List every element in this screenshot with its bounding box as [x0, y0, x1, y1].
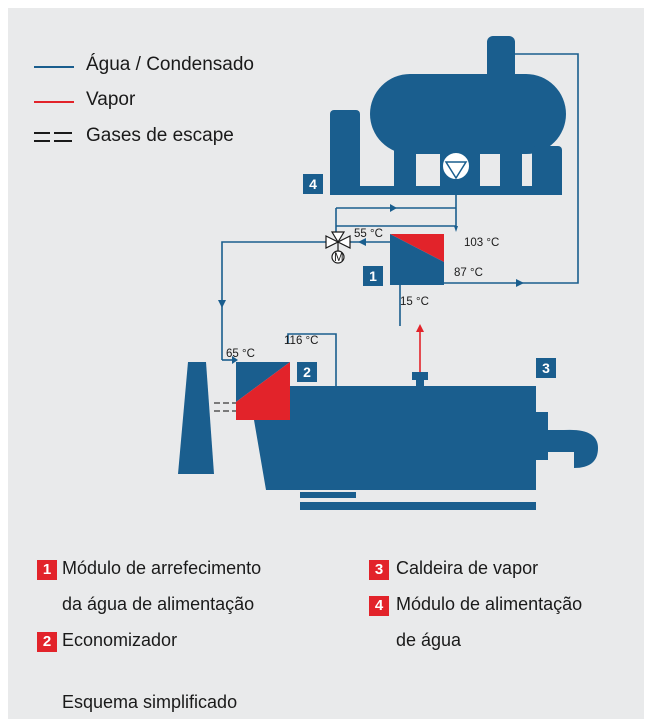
pump-triangle — [444, 161, 468, 180]
key-item-2-line1: Economizador — [62, 630, 178, 650]
economizer — [236, 362, 290, 420]
key-badge-2: 2 — [37, 632, 57, 652]
temp-15: 15 °C — [400, 296, 429, 308]
steam-boiler — [238, 372, 598, 510]
badge-steam-boiler: 3 — [536, 358, 556, 378]
cooling-module — [390, 234, 444, 285]
caption: Esquema simplificado — [62, 692, 238, 712]
key-badge-3: 3 — [369, 560, 389, 580]
temp-87: 87 °C — [454, 267, 483, 279]
legend-exhaust-label: Gases de escape — [86, 125, 234, 146]
legend-exhaust-icon — [34, 132, 72, 142]
badge-feed-water-module: 4 — [303, 174, 323, 194]
legend-water-label: Água / Condensado — [86, 54, 254, 75]
process-diagram: M 55 °C 103 °C 87 °C 15 °C 65 °C 116 °C — [178, 36, 598, 510]
temp-65: 65 °C — [226, 348, 255, 360]
badge-cooling-module: 1 — [363, 266, 383, 286]
badge-economizer: 2 — [297, 362, 317, 382]
key-item-4-line2: de água — [396, 630, 462, 650]
key-badge-4: 4 — [369, 596, 389, 616]
key-item-4-line1: Módulo de alimentação — [396, 594, 583, 614]
steam-arrow — [416, 324, 424, 332]
key-item-1-line2: da água de alimentação — [62, 594, 255, 614]
key-badge-1: 1 — [37, 560, 57, 580]
key-item-1-line1: Módulo de arrefecimento — [62, 558, 262, 578]
legend-steam-label: Vapor — [86, 89, 136, 110]
feed-water-module — [330, 36, 566, 195]
legend-steam-line — [34, 101, 74, 103]
key-item-3-line1: Caldeira de vapor — [396, 558, 539, 578]
legend-water-line — [34, 66, 74, 68]
exhaust-gas-lines — [214, 402, 240, 412]
valve-motor-label: M — [334, 252, 344, 264]
temp-55: 55 °C — [354, 228, 383, 240]
chimney — [178, 362, 214, 474]
pump-icon — [441, 151, 471, 181]
temp-116: 116 °C — [284, 335, 318, 347]
temp-103: 103 °C — [464, 237, 499, 249]
three-way-valve-icon — [325, 231, 351, 264]
